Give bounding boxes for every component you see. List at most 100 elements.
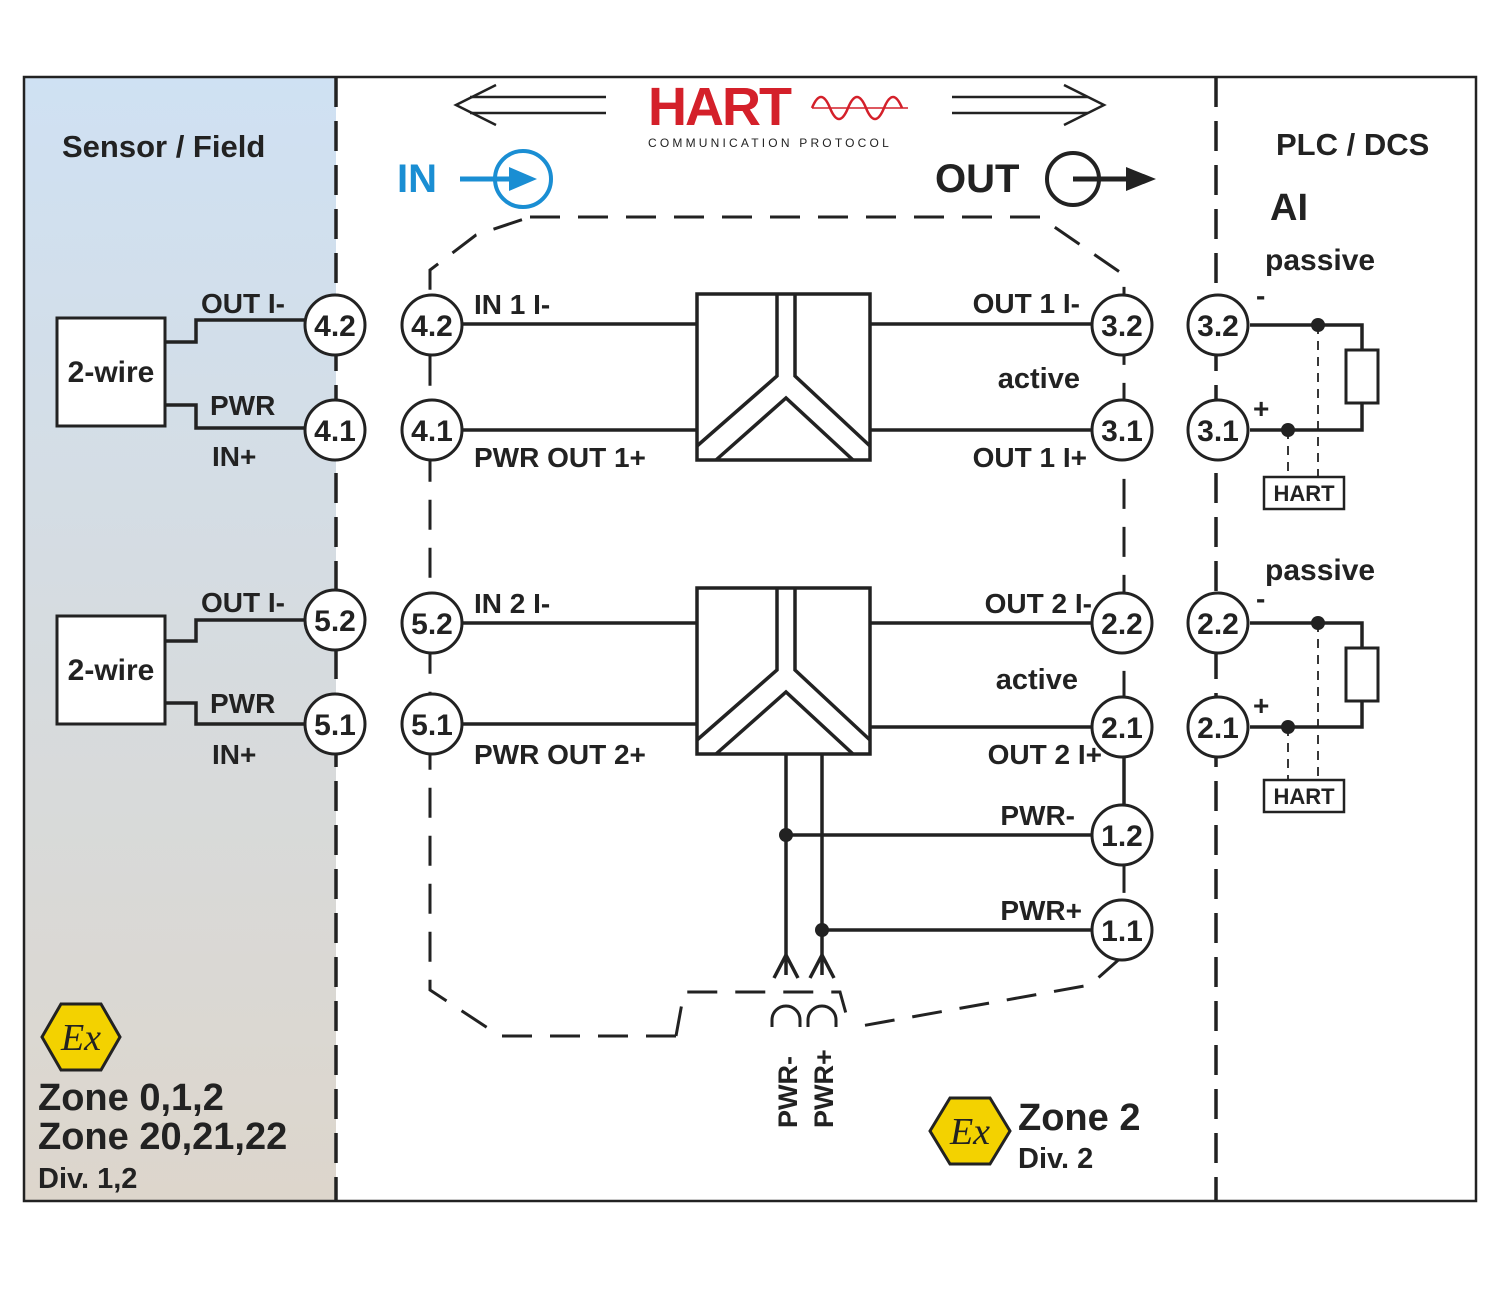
sensor-2-device: 2-wire	[68, 654, 155, 687]
power-connector-outline	[674, 990, 852, 1037]
plc-1-mode-label: passive	[1265, 244, 1375, 277]
svg-text:3.1: 3.1	[1101, 415, 1143, 448]
left-zone-line-3: Div. 1,2	[38, 1163, 137, 1195]
ch1-in-label: IN 1 I-	[474, 289, 550, 320]
hart-wave-icon	[810, 95, 904, 121]
plc-1-resistor	[1344, 348, 1380, 405]
out-label: OUT	[935, 157, 1019, 201]
in-arrow-icon	[460, 149, 553, 209]
center-zone-line-1: Zone 2	[1018, 1097, 1140, 1139]
terminal: 1.1	[1090, 898, 1154, 962]
pwr-minus-junction	[779, 828, 793, 842]
center-zone-line-2: Div. 2	[1018, 1143, 1093, 1175]
connector-pwr-plus-label: PWR+	[809, 1049, 839, 1128]
svg-text:5.1: 5.1	[314, 709, 356, 742]
terminal: 2.1	[1186, 695, 1250, 759]
sensor-2-wire-top	[165, 618, 305, 643]
terminal: 2.2	[1090, 591, 1154, 655]
terminal: 3.2	[1186, 293, 1250, 357]
svg-text:4.2: 4.2	[411, 310, 453, 343]
svg-text:1.2: 1.2	[1101, 820, 1143, 853]
svg-text:2.1: 2.1	[1197, 712, 1239, 745]
plc-2-minus-sign: -	[1256, 583, 1265, 614]
svg-text:Ex: Ex	[949, 1111, 990, 1153]
sensor-2-out-label: OUT I-	[201, 587, 285, 618]
sensor-1-device: 2-wire	[68, 356, 155, 389]
bidirectional-arrow-right-icon	[952, 83, 1107, 127]
sensor-2-in-label: IN+	[212, 739, 256, 770]
pwr-minus-label: PWR-	[1000, 800, 1075, 831]
plc-2-plus-sign: +	[1253, 690, 1269, 721]
ch2-out-bottom-label: OUT 2 I+	[988, 739, 1102, 770]
bidirectional-arrow-left-icon	[453, 83, 606, 127]
ch2-active-label: active	[996, 664, 1078, 696]
pwr-plus-junction	[815, 923, 829, 937]
sensor-1-pwr-label: PWR	[210, 390, 275, 421]
plc-2-mode-label: passive	[1265, 554, 1375, 587]
terminal: 4.2	[303, 293, 367, 357]
hart-logo: HART COMMUNICATION PROTOCOL	[648, 77, 908, 150]
svg-text:3.2: 3.2	[1101, 310, 1143, 343]
plc-1-hart-box	[1262, 475, 1346, 511]
ch1-isolator-block	[695, 292, 872, 462]
outer-frame	[22, 75, 1478, 1203]
ch1-out-bottom-label: OUT 1 I+	[973, 442, 1087, 473]
plc-1-wire-top	[1250, 323, 1364, 350]
svg-text:5.2: 5.2	[314, 605, 356, 638]
ch1-out-top-label: OUT 1 I-	[973, 288, 1080, 319]
svg-text:Ex: Ex	[60, 1017, 101, 1059]
terminal: 3.2	[1090, 293, 1154, 357]
sensor-2-pwr-label: PWR	[210, 688, 275, 719]
pwr-plus-label: PWR+	[1000, 895, 1082, 926]
power-connector-plus-icon	[806, 951, 838, 1027]
sensor-1-wire-top	[165, 318, 305, 344]
ch2-pwr-out-label: PWR OUT 2+	[474, 739, 646, 770]
sensor-2-box	[55, 614, 167, 726]
terminal: 5.1	[303, 692, 367, 756]
sensor-1-out-label: OUT I-	[201, 288, 285, 319]
hart-logo-subtitle: COMMUNICATION PROTOCOL	[648, 136, 892, 150]
device-enclosure-outline	[428, 215, 1126, 1038]
ch1-active-label: active	[998, 363, 1080, 395]
terminal: 4.2	[400, 293, 464, 357]
svg-text:4.2: 4.2	[314, 310, 356, 343]
ch2-in-label: IN 2 I-	[474, 588, 550, 619]
sensor-field-title: Sensor / Field	[62, 129, 265, 164]
connector-pwr-minus-label: PWR-	[773, 1056, 803, 1128]
sensor-2-wire-bottom	[165, 701, 305, 726]
plc-1-hart-label: HART	[1273, 481, 1335, 506]
plc-dcs-title: PLC / DCS	[1276, 127, 1429, 162]
terminal: 2.1	[1090, 695, 1154, 759]
terminal: 2.2	[1186, 591, 1250, 655]
plc-2-hart-label: HART	[1273, 784, 1335, 809]
svg-text:3.2: 3.2	[1197, 310, 1239, 343]
left-zone-line-1: Zone 0,1,2	[38, 1077, 224, 1119]
svg-text:3.1: 3.1	[1197, 415, 1239, 448]
svg-text:5.2: 5.2	[411, 608, 453, 641]
sensor-1-box	[55, 316, 167, 428]
left-zone-line-2: Zone 20,21,22	[38, 1116, 287, 1158]
hart-logo-text: HART	[648, 77, 792, 137]
svg-text:4.1: 4.1	[411, 415, 453, 448]
svg-text:1.1: 1.1	[1101, 915, 1143, 948]
ex-hazard-left-icon: Ex	[40, 1002, 122, 1072]
sensor-1-wire-bottom	[165, 403, 305, 430]
terminal: 3.1	[1090, 398, 1154, 462]
svg-text:2.2: 2.2	[1101, 608, 1143, 641]
ch2-isolator-block	[695, 586, 872, 756]
in-label: IN	[397, 157, 437, 201]
terminal: 5.1	[400, 692, 464, 756]
plc-1-minus-sign: -	[1256, 280, 1265, 311]
plc-2-hart-box	[1262, 778, 1346, 814]
terminal: 5.2	[303, 588, 367, 652]
terminal: 1.2	[1090, 803, 1154, 867]
ex-hazard-center-icon: Ex	[928, 1096, 1012, 1166]
plc-1-plus-sign: +	[1253, 393, 1269, 424]
terminal: 4.1	[400, 398, 464, 462]
ch2-out-top-label: OUT 2 I-	[985, 588, 1092, 619]
svg-text:2.2: 2.2	[1197, 608, 1239, 641]
terminal: 4.1	[303, 398, 367, 462]
plc-2-wire-top	[1250, 621, 1364, 648]
ch1-pwr-out-label: PWR OUT 1+	[474, 442, 646, 473]
